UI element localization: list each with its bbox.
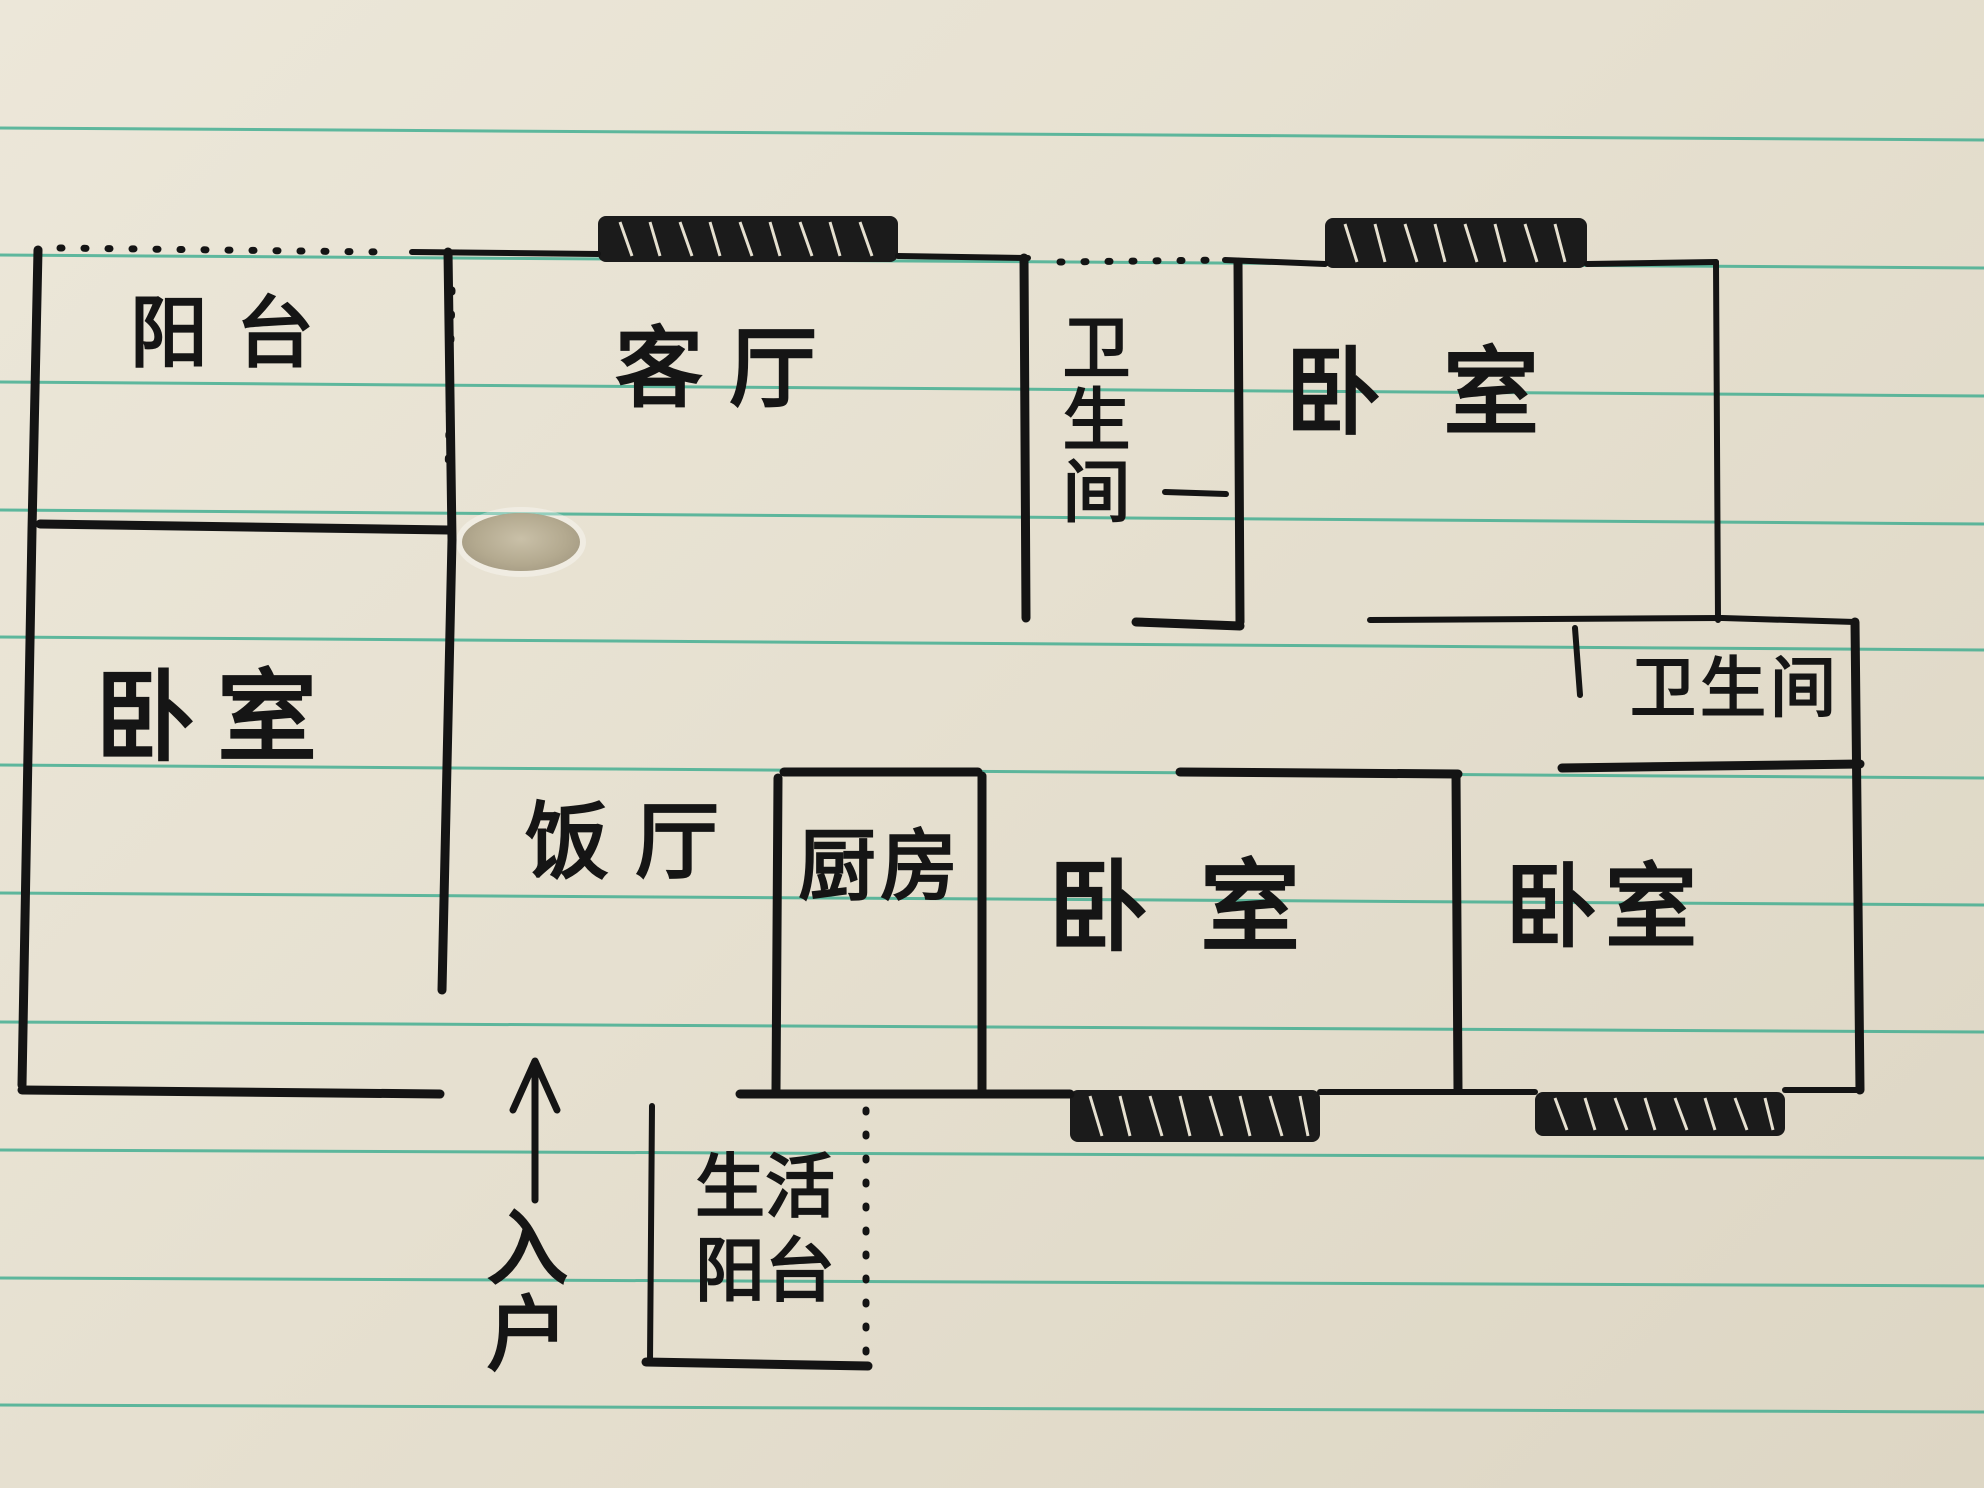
room-label-balcony: 阳台 xyxy=(130,289,343,379)
room-label-utility-balcony: 生活 阳台 xyxy=(695,1146,835,1312)
room-label-master-bedroom: 卧室 xyxy=(1285,337,1601,449)
room-label-living-room: 客厅 xyxy=(615,317,844,420)
room-label-southeast-bedroom: 卧室 xyxy=(1505,854,1706,961)
window-south-bedroom xyxy=(1070,1090,1320,1142)
up-arrow-icon xyxy=(509,1057,561,1204)
room-label-bathroom-2: 卫生间 xyxy=(1630,650,1840,727)
walls xyxy=(17,245,1865,1371)
window-southeast-bedroom xyxy=(1535,1092,1785,1136)
room-label-west-bedroom: 卧室 xyxy=(95,659,339,776)
paper-hole xyxy=(462,513,580,571)
room-label-dining-room: 饭厅 xyxy=(525,793,746,891)
window-living-room xyxy=(598,216,898,262)
bath-top-opening xyxy=(1056,256,1229,266)
balcony-open-top-edge xyxy=(56,244,384,256)
room-label-south-bedroom: 卧室 xyxy=(1048,849,1352,966)
room-label-bathroom-1: 卫生间 xyxy=(1050,312,1129,528)
room-label-kitchen: 厨房 xyxy=(798,822,963,912)
entrance-label: 入户 xyxy=(472,1205,567,1377)
window-master-bedroom xyxy=(1325,218,1587,268)
